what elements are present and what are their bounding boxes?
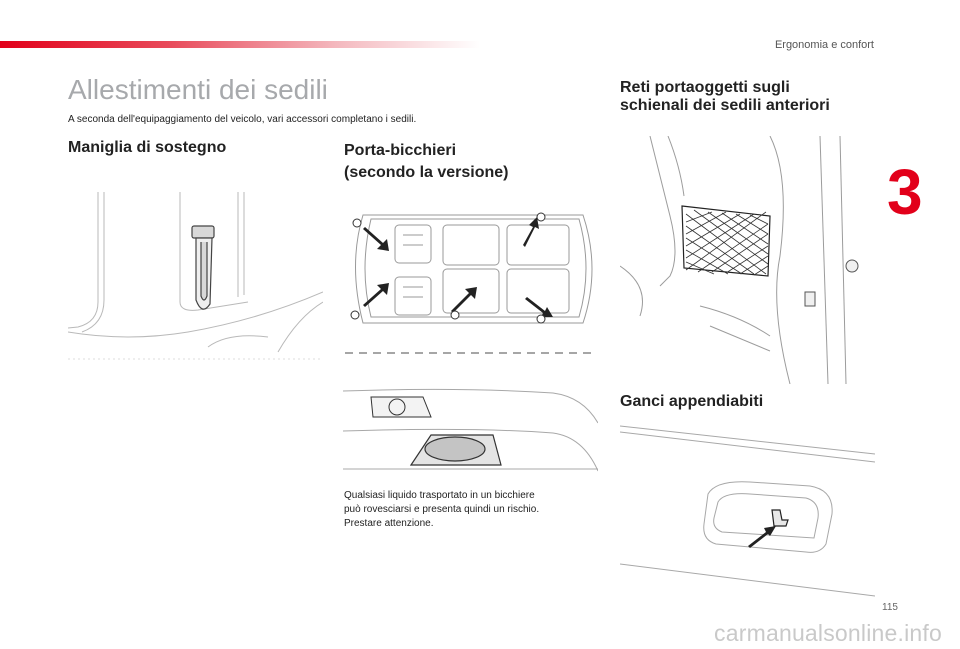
grab-handle-illustration xyxy=(68,192,323,362)
heading-maniglia: Maniglia di sostegno xyxy=(68,139,227,156)
note-line: Qualsiasi liquido trasportato in un bicc… xyxy=(344,490,535,501)
coat-hook-illustration xyxy=(620,424,875,600)
note-line: Prestare attenzione. xyxy=(344,518,434,529)
chapter-number: 3 xyxy=(887,156,923,228)
heading-reti-line2: schienali dei sedili anteriori xyxy=(620,97,830,114)
page-number: 115 xyxy=(882,602,898,613)
page-title: Allestimenti dei sedili xyxy=(68,74,328,105)
intro-text: A seconda dell'equipaggiamento del veico… xyxy=(68,114,417,125)
heading-porta-bicchieri-line2: (secondo la versione) xyxy=(344,164,509,181)
watermark: carmanualsonline.info xyxy=(714,620,942,646)
vehicle-top-view-illustration xyxy=(343,205,595,355)
note-line: può rovesciarsi e presenta quindi un ris… xyxy=(344,504,540,515)
heading-reti-line1: Reti portaoggetti sugli xyxy=(620,79,790,96)
section-label: Ergonomia e confort xyxy=(774,39,874,51)
cup-holder-warning-note: Qualsiasi liquido trasportato in un bicc… xyxy=(344,489,594,531)
heading-ganci: Ganci appendiabiti xyxy=(620,393,764,410)
cup-holder-detail-illustration xyxy=(343,383,598,473)
heading-porta-bicchieri-line1: Porta-bicchieri xyxy=(344,142,457,159)
seat-back-net-illustration xyxy=(620,136,872,384)
header-accent-bar xyxy=(0,41,480,48)
